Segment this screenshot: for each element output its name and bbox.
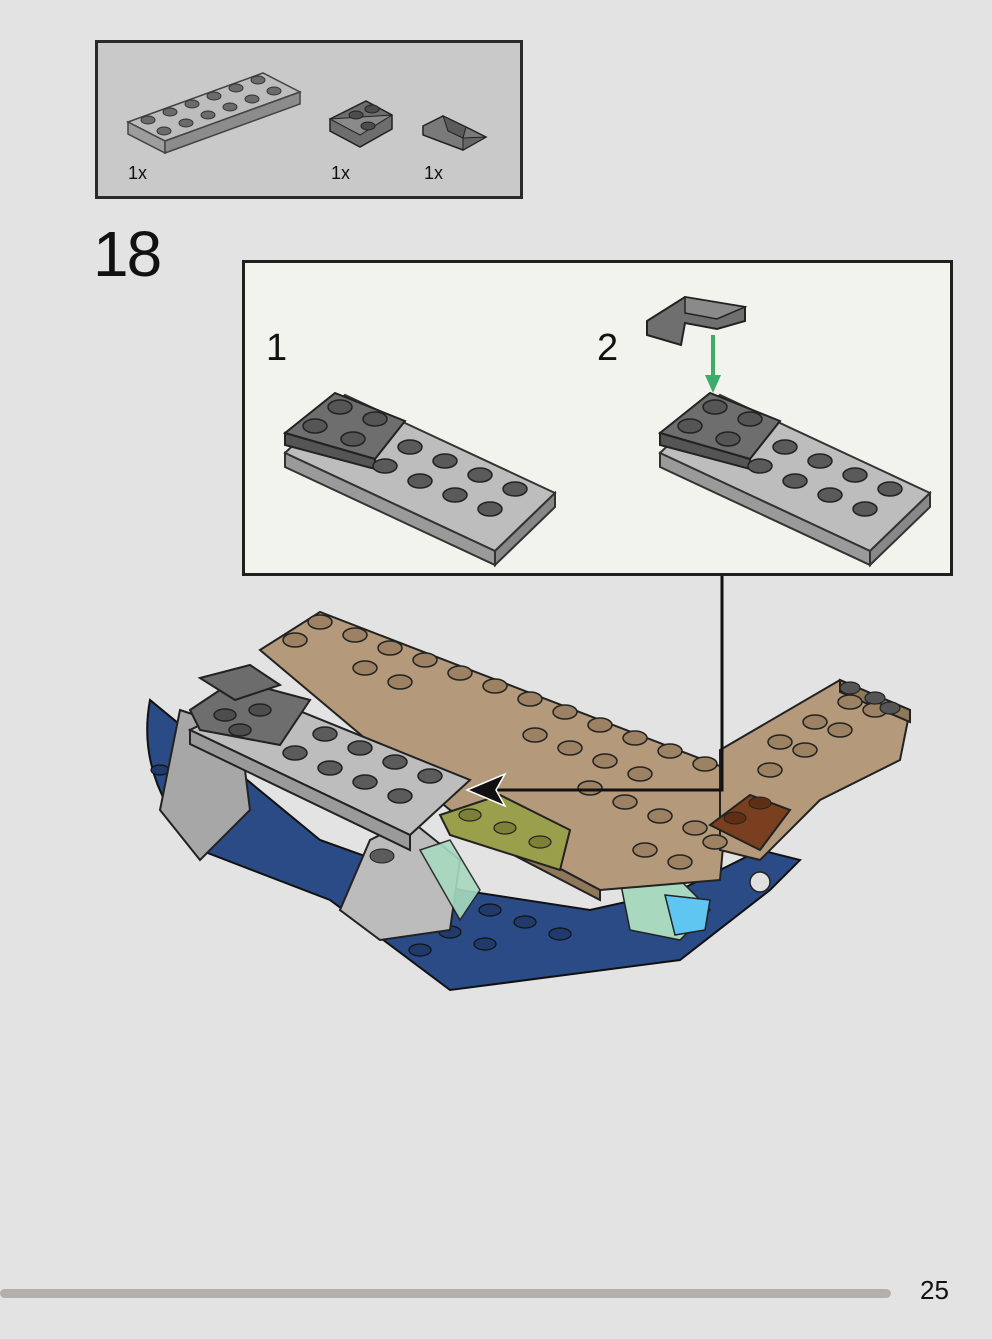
placement-pointer-arrow xyxy=(465,772,507,808)
page-number: 25 xyxy=(920,1275,949,1305)
sub-assembly-box: 1 2 xyxy=(242,260,953,576)
parts-illustrations xyxy=(126,72,488,155)
sub-step-number: 2 xyxy=(597,327,619,369)
part-quantity: 1x xyxy=(331,163,351,183)
callout-connector-line xyxy=(492,576,724,792)
step-number: 18 xyxy=(93,218,162,290)
sub-assembly-illustrations xyxy=(282,295,932,568)
sub-step-number: 1 xyxy=(266,327,288,369)
part-quantity: 1x xyxy=(128,163,148,183)
sub-step-2-illustration xyxy=(646,295,932,568)
progress-bar xyxy=(0,1289,891,1298)
sub-step-1-illustration xyxy=(282,391,557,568)
parts-list-box: 1x 1x 1x xyxy=(95,40,523,199)
part-quantity: 1x xyxy=(424,163,444,183)
dark-gray-wedge-plate-icon xyxy=(328,100,393,148)
dark-gray-slope-brick-icon xyxy=(422,115,488,151)
light-gray-plate-2x6-icon xyxy=(126,72,302,155)
main-model-illustration xyxy=(146,610,912,992)
